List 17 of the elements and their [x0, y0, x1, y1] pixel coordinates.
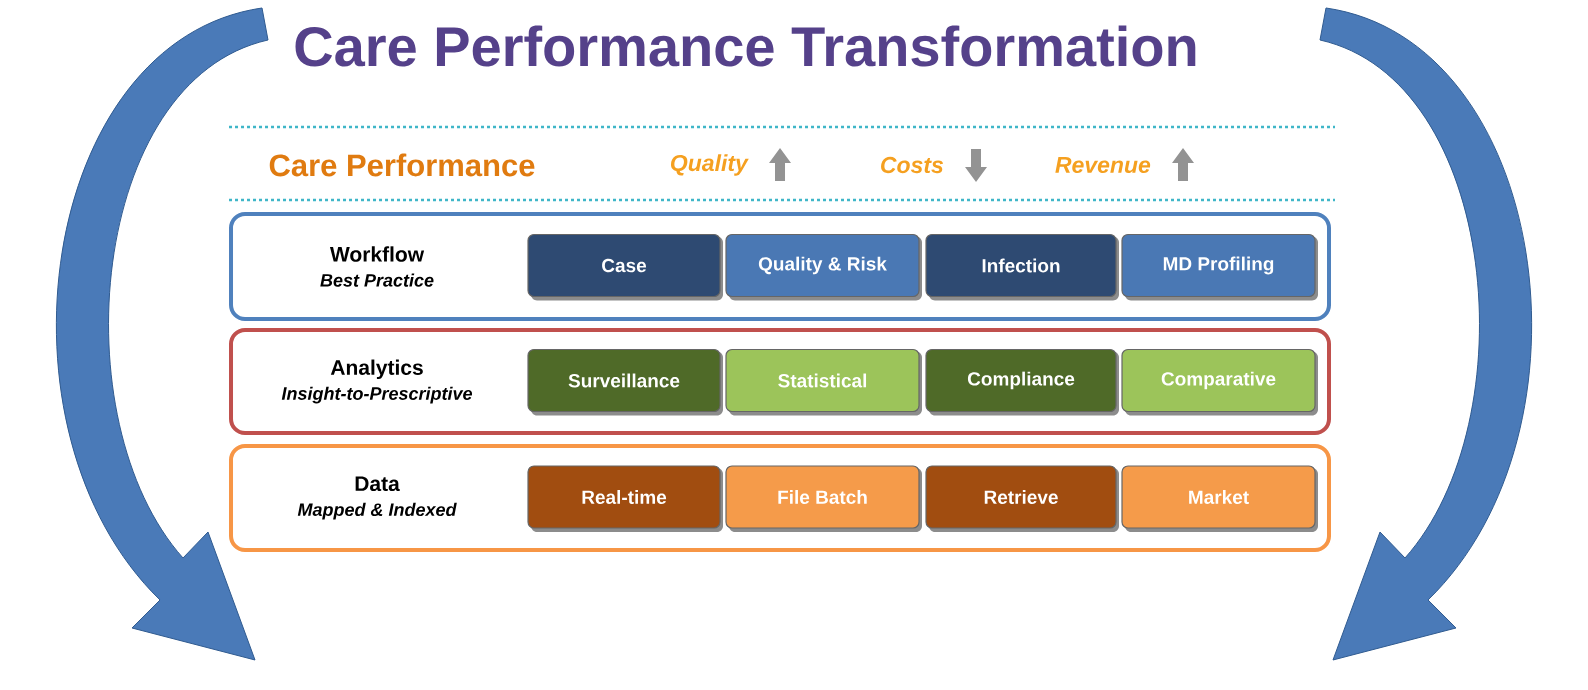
metric-label: Quality — [671, 154, 749, 176]
module-box: Infection — [925, 233, 1119, 301]
module-box: Retrieve — [925, 465, 1119, 532]
module-box: Comparative — [1121, 348, 1318, 416]
heading-label: Care Performance — [269, 153, 535, 177]
module-box: Market — [1121, 465, 1318, 532]
module-box: Compliance — [925, 348, 1119, 416]
module-box: File Batch — [725, 465, 922, 532]
metric-label: Revenue — [1055, 156, 1151, 173]
module-box: MD Profiling — [1121, 233, 1318, 301]
module-box: Statistical — [725, 348, 922, 416]
metric-label: Costs — [881, 156, 944, 174]
title: Care Performance Transformation — [295, 25, 1196, 67]
module-box: Case — [527, 233, 723, 301]
module-box: Real-time — [527, 465, 723, 532]
module-box: Quality & Risk — [725, 233, 922, 301]
module-box: Surveillance — [527, 348, 723, 416]
